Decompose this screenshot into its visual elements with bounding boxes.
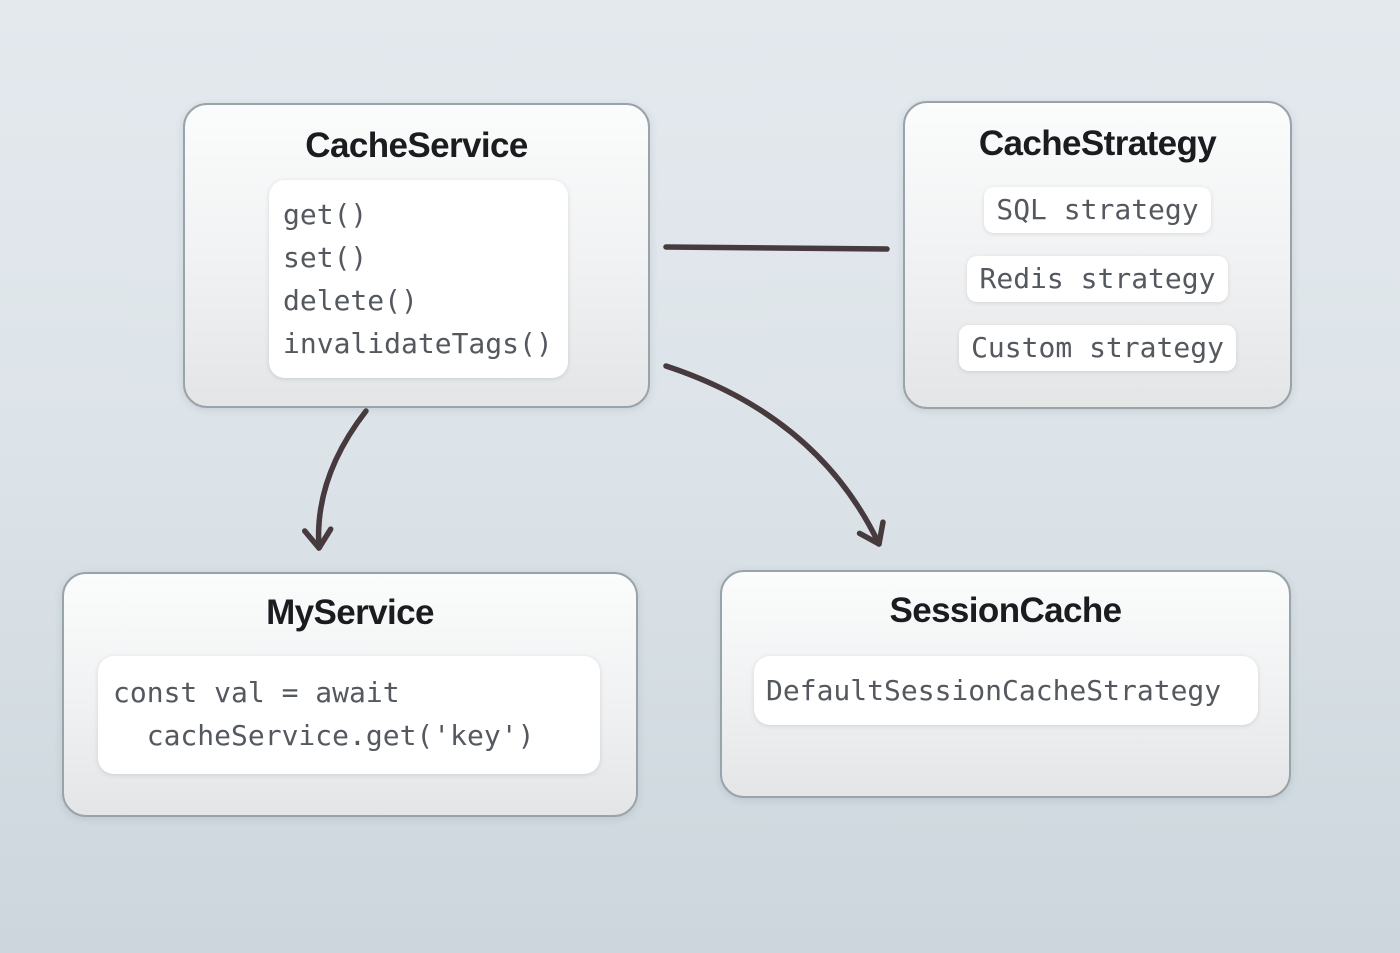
node-session-cache: SessionCache DefaultSessionCacheStrategy (720, 570, 1291, 798)
strategy-pill-list: SQL strategy Redis strategy Custom strat… (905, 187, 1290, 371)
code-line-1: const val = await (113, 676, 400, 709)
method-set: set() (283, 241, 368, 274)
method-get: get() (283, 198, 368, 231)
code-line-2: cacheService.get('key') (113, 719, 535, 752)
node-cache-service: CacheService get() set() delete() invali… (183, 103, 650, 408)
method-delete: delete() (283, 284, 418, 317)
strategy-pill-custom: Custom strategy (959, 325, 1236, 371)
my-service-code-card: const val = await cacheService.get('key'… (98, 656, 600, 774)
connector-cache-service-to-cache-strategy (663, 244, 890, 252)
strategy-pill-redis: Redis strategy (967, 256, 1228, 302)
node-cache-strategy: CacheStrategy SQL strategy Redis strateg… (903, 101, 1292, 409)
cache-strategy-title: CacheStrategy (978, 124, 1217, 163)
method-invalidate-tags: invalidateTags() (283, 327, 553, 360)
connector-cache-service-to-session-cache (663, 363, 886, 547)
cache-service-title: CacheService (305, 126, 528, 165)
my-service-title: MyService (266, 593, 434, 632)
node-my-service: MyService const val = await cacheService… (62, 572, 638, 817)
session-cache-strategy-card: DefaultSessionCacheStrategy (754, 656, 1258, 725)
connector-cache-service-to-my-service (302, 408, 369, 551)
session-cache-title: SessionCache (889, 591, 1122, 630)
session-cache-strategy-label: DefaultSessionCacheStrategy (766, 674, 1222, 707)
strategy-pill-sql: SQL strategy (984, 187, 1211, 233)
cache-service-methods-card: get() set() delete() invalidateTags() (269, 180, 568, 378)
